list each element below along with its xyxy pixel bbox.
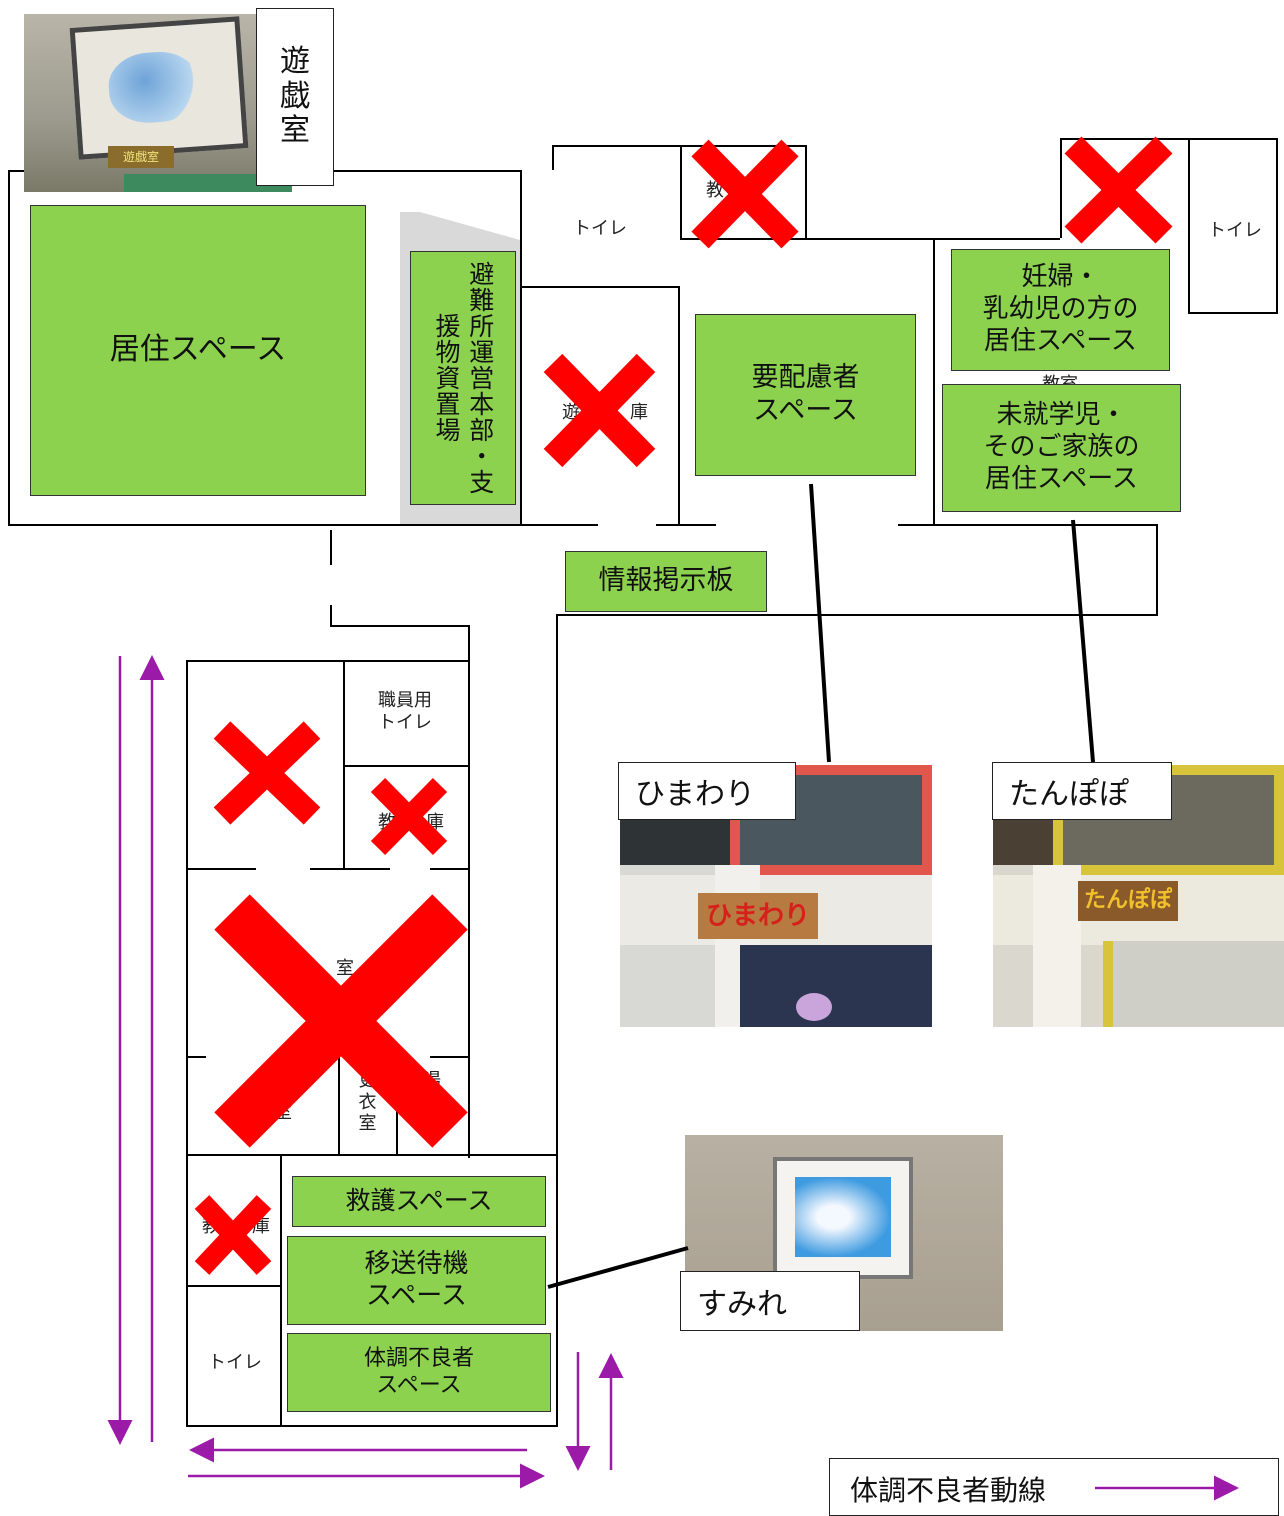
wall: [280, 1154, 282, 1427]
wall: [520, 170, 522, 525]
photo-door: [740, 945, 932, 1027]
toilet-label: トイレ: [208, 1352, 262, 1373]
closed-x-icon: [194, 1195, 272, 1275]
wall: [430, 868, 469, 870]
wall: [186, 1154, 558, 1156]
living-space: 居住スペース: [30, 205, 366, 496]
connector-line: [1071, 519, 1095, 763]
wall: [1188, 138, 1190, 313]
wall: [330, 605, 332, 627]
playroom-label: 遊 戯 室: [256, 8, 334, 186]
wall: [186, 1285, 281, 1287]
room-label: 室: [336, 958, 354, 979]
transfer-waiting-space: 移送待機 スペース: [287, 1236, 546, 1325]
rescue-space: 救護スペース: [292, 1176, 546, 1227]
closed-x-icon: [213, 721, 321, 825]
wall: [468, 765, 470, 870]
tanpopo-tag: たんぽぽ: [992, 762, 1172, 820]
playroom-photo: 遊戯室: [24, 14, 292, 192]
wall: [805, 238, 1060, 240]
wall: [430, 1056, 469, 1058]
wall: [805, 145, 807, 240]
wall: [338, 1056, 340, 1156]
wall: [680, 238, 805, 240]
wall: [556, 1154, 558, 1427]
wall: [680, 145, 682, 240]
needs-care-space: 要配慮者 スペース: [695, 314, 916, 476]
room-label: 教: [706, 180, 724, 201]
legend-box: 体調不良者動線: [829, 1458, 1279, 1516]
himawari-sign: ひまわり: [698, 893, 818, 939]
staff-toilet-label: 職員用 トイレ: [378, 690, 432, 733]
wall: [186, 1056, 206, 1058]
wall: [556, 614, 558, 1154]
wall: [552, 145, 807, 147]
connector-line: [547, 1246, 689, 1289]
himawari-tag: ひまわり: [618, 762, 796, 820]
wall: [1060, 138, 1062, 238]
preschool-family-space: 未就学児・ そのご家族の 居住スペース: [942, 384, 1181, 512]
wall: [186, 660, 188, 1427]
wall: [898, 524, 1158, 526]
framed-picture: [773, 1157, 913, 1279]
sumire-tag: すみれ: [680, 1271, 860, 1331]
playroom-sign: 遊戯室: [108, 146, 174, 168]
photo-door: [1103, 941, 1284, 1027]
wall: [186, 1425, 558, 1427]
legend-label: 体調不良者動線: [850, 1474, 1047, 1507]
closed-x-icon: [214, 894, 468, 1148]
photo-bg: [124, 174, 292, 192]
wall: [330, 530, 332, 565]
connector-line: [809, 483, 831, 763]
wall: [468, 625, 470, 770]
wall: [186, 868, 256, 870]
wall: [330, 625, 470, 627]
wall: [343, 765, 469, 767]
info-board: 情報掲示板: [565, 551, 767, 612]
wall: [933, 238, 935, 526]
pregnant-infant-space: 妊婦・ 乳幼児の方の 居住スペース: [951, 249, 1170, 371]
closed-x-icon: [1064, 136, 1173, 244]
closed-x-icon: [370, 777, 448, 856]
wall: [1156, 524, 1158, 614]
decoration: [796, 993, 832, 1021]
wall: [1188, 312, 1278, 314]
toilet-label: トイレ: [1208, 220, 1262, 241]
wall: [8, 524, 598, 526]
wall: [1060, 138, 1278, 140]
wall: [552, 145, 554, 170]
photo-pillar: [1033, 865, 1081, 1027]
picture-art: [795, 1177, 891, 1257]
wall: [332, 170, 522, 172]
wall: [520, 286, 680, 288]
tanpopo-sign: たんぽぽ: [1078, 881, 1178, 921]
wall: [678, 286, 680, 526]
toilet-label: トイレ: [573, 218, 627, 239]
closed-x-icon: [543, 353, 656, 468]
wall: [468, 868, 470, 1158]
wall: [310, 868, 390, 870]
wall: [186, 660, 469, 662]
unwell-space: 体調不良者 スペース: [287, 1333, 551, 1412]
room-label: 庫: [630, 402, 648, 423]
wall: [1276, 138, 1278, 313]
wall: [656, 524, 716, 526]
wall: [556, 614, 1158, 616]
wall: [8, 170, 10, 525]
closed-x-icon: [691, 139, 799, 249]
hq-supplies-space: 避難所運営本部・支援物資置場: [410, 251, 516, 505]
